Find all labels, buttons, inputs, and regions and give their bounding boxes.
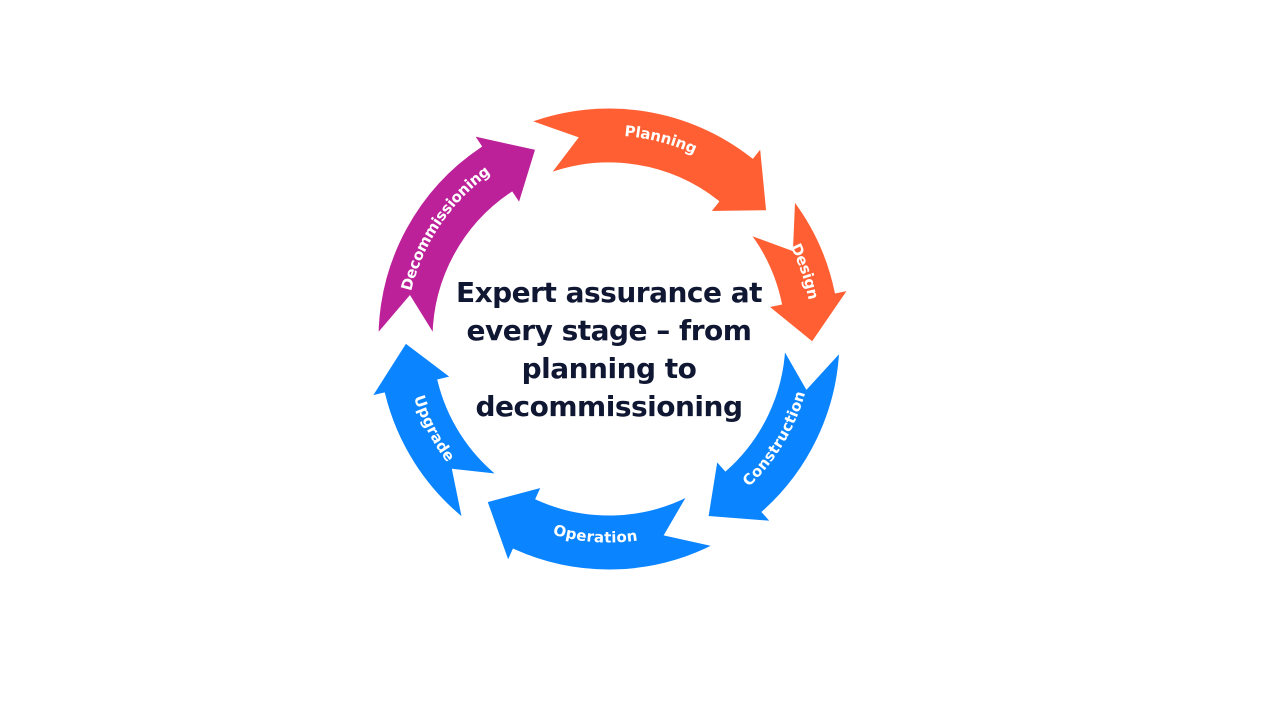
stage-arrow-planning	[524, 105, 770, 215]
stage-arrow-operation	[483, 483, 720, 573]
stage-arrow-design	[743, 194, 854, 346]
center-title: Expert assurance at every stage – from p…	[455, 276, 763, 423]
stage-arrow-construction	[705, 342, 843, 525]
stage-arrow-upgrade	[366, 339, 505, 524]
stage-arrow-decommissioning	[375, 132, 539, 342]
